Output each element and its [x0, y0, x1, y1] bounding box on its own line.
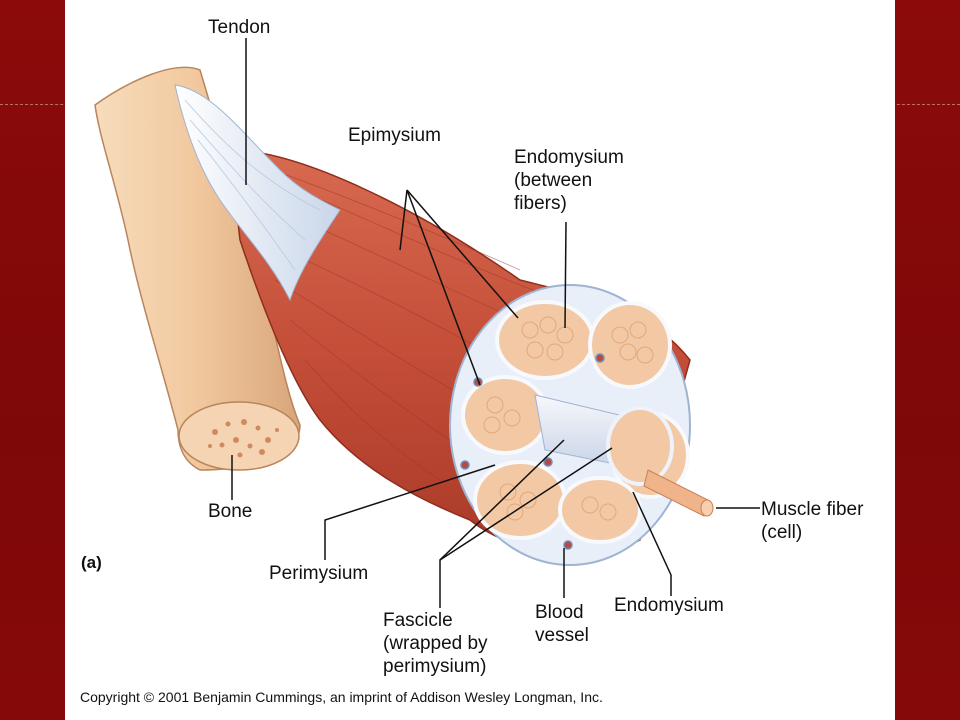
panel-label: (a)	[81, 553, 102, 572]
fascicle-label: Fascicle (wrapped by perimysium)	[383, 610, 488, 677]
muscle-fiber-label: Muscle fiber (cell)	[761, 499, 864, 543]
leader-lines	[231, 38, 760, 608]
cross-section	[449, 284, 714, 566]
endomysium-between-fibers-label: Endomysium (between fibers)	[514, 147, 624, 214]
perimysium-label: Perimysium	[269, 563, 369, 584]
bone-label: Bone	[208, 501, 253, 522]
blood-vessel-label: Blood vessel	[535, 602, 589, 646]
tendon-label: Tendon	[208, 17, 271, 38]
copyright-notice: Copyright © 2001 Benjamin Cummings, an i…	[80, 689, 603, 705]
bone-shape	[94, 66, 301, 471]
endomysium-label: Endomysium	[614, 595, 724, 616]
epimysium-label: Epimysium	[348, 125, 441, 146]
tendon-shape	[174, 84, 341, 302]
